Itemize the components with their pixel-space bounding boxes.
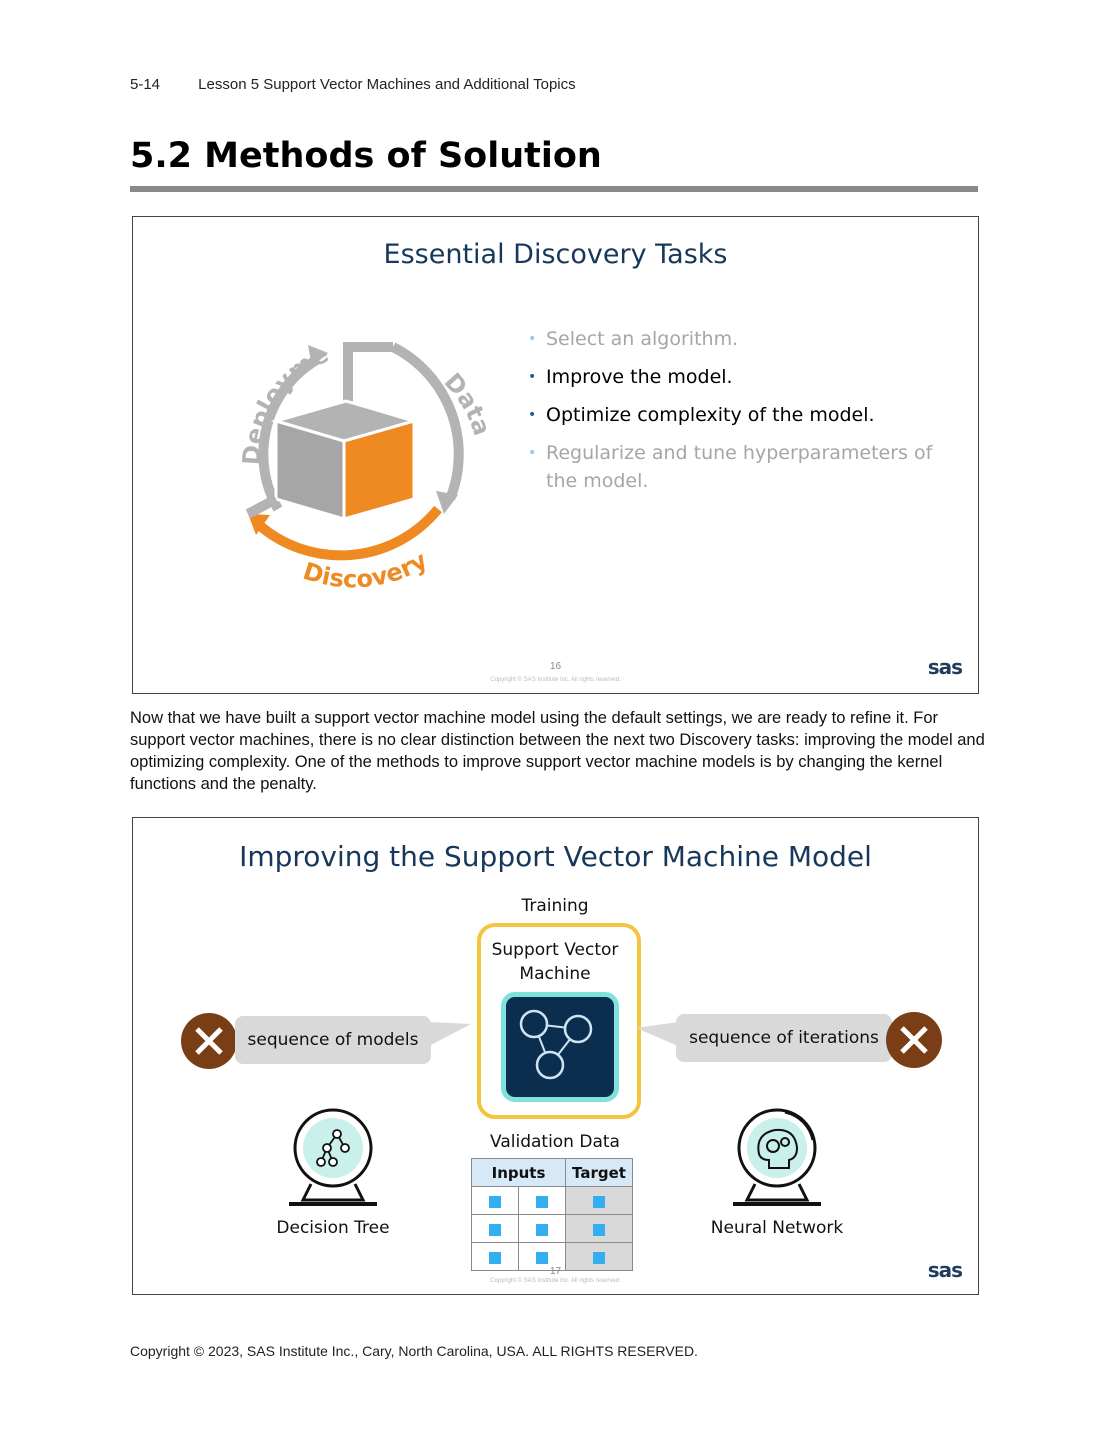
discovery-arc (254, 505, 442, 561)
discovery-task-list: Select an algorithm. Improve the model. … (528, 325, 948, 505)
body-paragraph: Now that we have built a support vector … (130, 709, 985, 793)
svm-network-icon (501, 992, 619, 1102)
slide-number: 17 (549, 1266, 562, 1277)
validation-table: Inputs Target (471, 1158, 633, 1271)
deployment-arc (258, 354, 321, 512)
decision-tree-label: Decision Tree (276, 1218, 390, 1238)
slide-copyright: Copyright © SAS Institute Inc. All right… (490, 677, 621, 683)
table-row (471, 1242, 633, 1271)
sas-logo: sas (927, 1258, 963, 1282)
cell-marker (593, 1251, 605, 1264)
title-rule (130, 186, 978, 192)
slide1-title: Essential Discovery Tasks (383, 239, 728, 270)
cell-marker (593, 1195, 605, 1208)
cell-marker (489, 1251, 501, 1264)
training-label: Training (521, 896, 589, 916)
decision-tree-icon (289, 1108, 377, 1206)
exit-path (245, 494, 279, 519)
svm-label: Support Vector Machine (491, 940, 619, 984)
slide2-title: Improving the Support Vector Machine Mod… (239, 840, 872, 873)
arrowhead-icon (436, 491, 458, 514)
callout-pointer (429, 1022, 471, 1046)
discovery-cycle-diagram: Deployment Data Discovery (178, 309, 496, 593)
sas-logo: sas (927, 655, 963, 679)
table-row (471, 1214, 633, 1243)
target-header: Target (565, 1158, 633, 1187)
validation-label: Validation Data (490, 1132, 620, 1152)
page-number: 5-14 (130, 76, 161, 93)
cell-marker (593, 1223, 605, 1236)
cell-marker (489, 1223, 501, 1236)
neural-network-label: Neural Network (710, 1218, 844, 1238)
slide-number: 16 (549, 661, 562, 672)
close-icon (886, 1012, 942, 1068)
arrowhead-icon (248, 514, 270, 535)
section-title: 5.2 Methods of Solution (130, 136, 602, 176)
right-callout: sequence of iterations (676, 1014, 892, 1062)
arrowhead-icon (308, 345, 328, 367)
running-head: 5-14 Lesson 5 Support Vector Machines an… (130, 76, 576, 93)
task-item: Regularize and tune hyperparameters of t… (528, 439, 948, 495)
slide-copyright: Copyright © SAS Institute Inc. All right… (490, 1278, 621, 1284)
inputs-header: Inputs (471, 1158, 566, 1187)
entry-path (343, 342, 393, 409)
task-item: Select an algorithm. (528, 325, 948, 353)
lesson-title: Lesson 5 Support Vector Machines and Add… (198, 76, 576, 93)
cell-marker (489, 1195, 501, 1208)
page-footer: Copyright © 2023, SAS Institute Inc., Ca… (130, 1343, 698, 1359)
cell-marker (536, 1195, 548, 1208)
task-item: Optimize complexity of the model. (528, 401, 948, 429)
left-callout: sequence of models (235, 1016, 431, 1064)
slide-essential-discovery: Essential Discovery Tasks Deployment Dat… (132, 216, 979, 694)
callout-pointer (636, 1022, 678, 1046)
neural-network-icon (733, 1108, 821, 1206)
cell-marker (536, 1223, 548, 1236)
table-row (471, 1186, 633, 1215)
close-icon (181, 1013, 237, 1069)
task-item: Improve the model. (528, 363, 948, 391)
cell-marker (536, 1251, 548, 1264)
cube-right (342, 419, 416, 521)
data-arc (390, 342, 464, 501)
slide-improving-svm: Improving the Support Vector Machine Mod… (132, 817, 979, 1295)
